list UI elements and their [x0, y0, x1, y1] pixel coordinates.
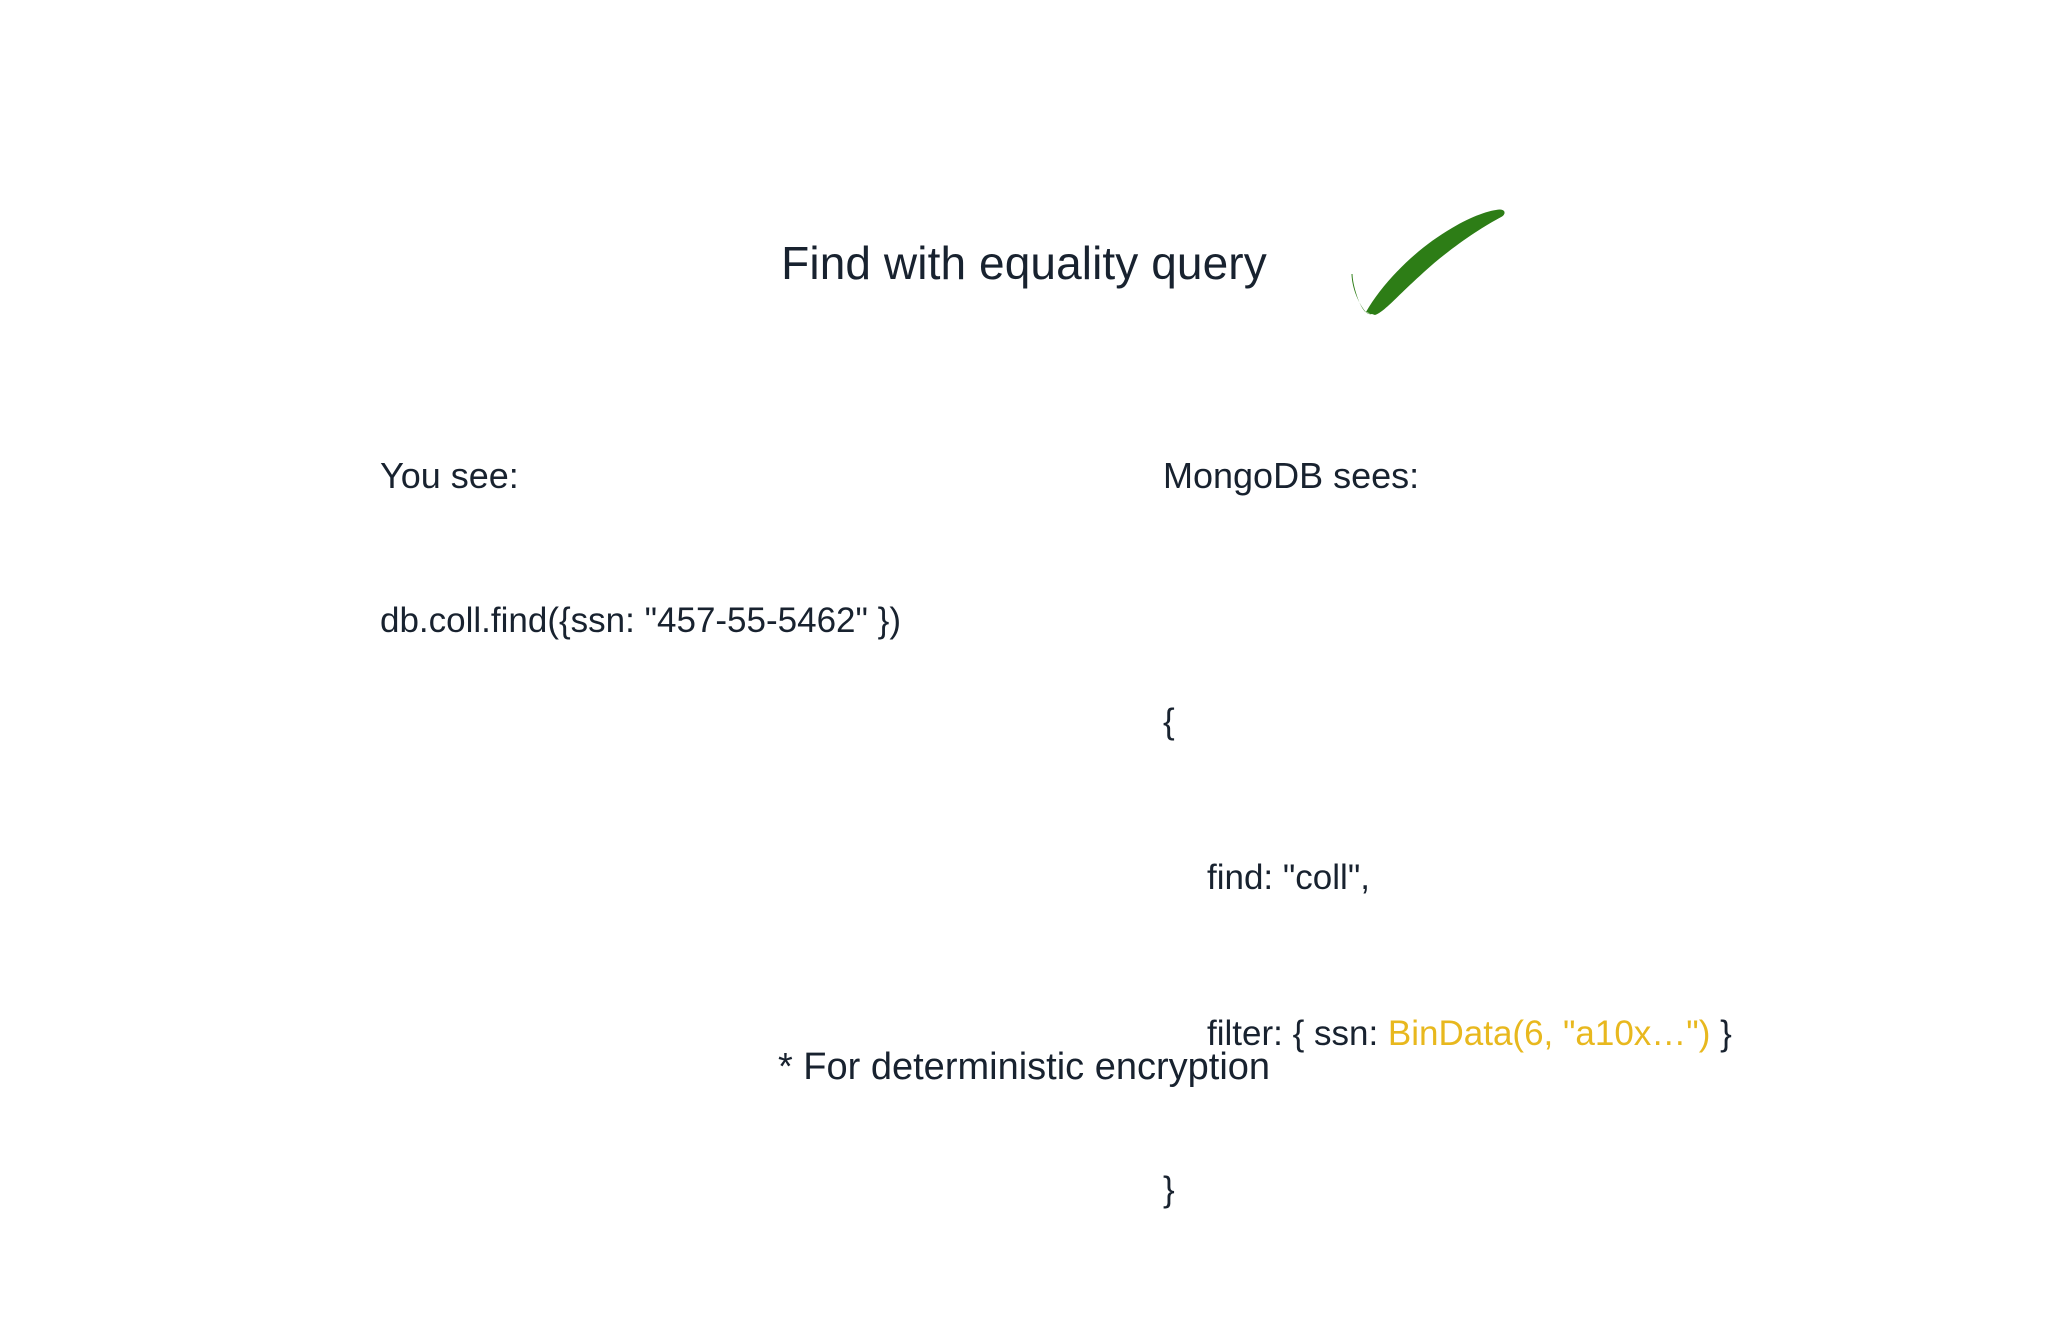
left-column-code: db.coll.find({ssn: "457-55-5462" })	[380, 601, 902, 640]
code-line-open-brace: {	[1163, 702, 1175, 741]
right-column-code: { find: "coll", filter: { ssn: BinData(6…	[1163, 592, 1732, 1320]
code-filter-prefix: filter: { ssn:	[1207, 1014, 1388, 1053]
code-line-filter: filter: { ssn: BinData(6, "a10x…") }	[1163, 1008, 1732, 1060]
slide-canvas: Find with equality query You see: db.col…	[380, 209, 1732, 1209]
code-line-find: find: "coll",	[1207, 858, 1370, 897]
left-column-heading: You see:	[380, 455, 519, 496]
right-column-heading: MongoDB sees:	[1163, 455, 1420, 496]
left-column: You see:	[380, 455, 519, 496]
code-filter-suffix: }	[1710, 1014, 1732, 1053]
code-filter-bindata: BinData(6, "a10x…")	[1387, 1014, 1711, 1053]
code-line-close-brace: }	[1163, 1170, 1175, 1209]
page-title: Find with equality query	[781, 237, 1267, 289]
right-column: MongoDB sees:	[1163, 455, 1419, 496]
footnote: * For deterministic encryption	[777, 1046, 1271, 1088]
